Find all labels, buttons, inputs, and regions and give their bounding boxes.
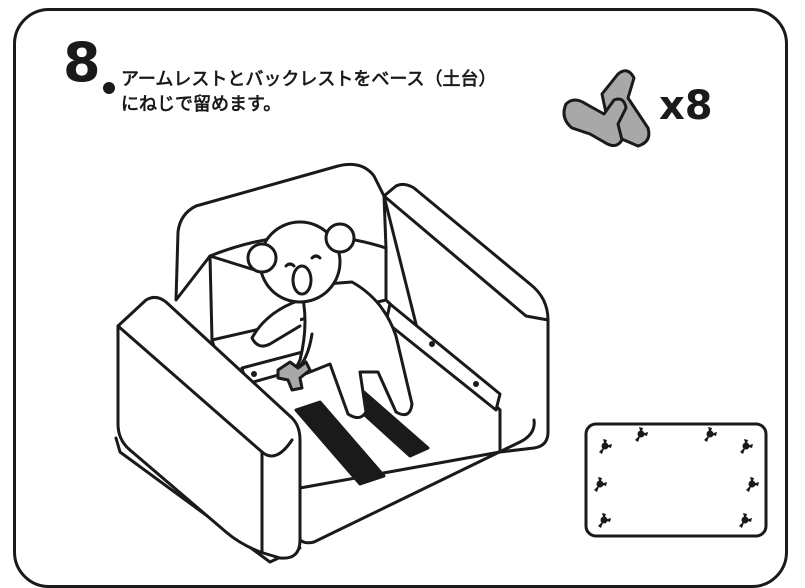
screw-position-diagram	[0, 0, 805, 574]
base-outline	[586, 424, 766, 536]
